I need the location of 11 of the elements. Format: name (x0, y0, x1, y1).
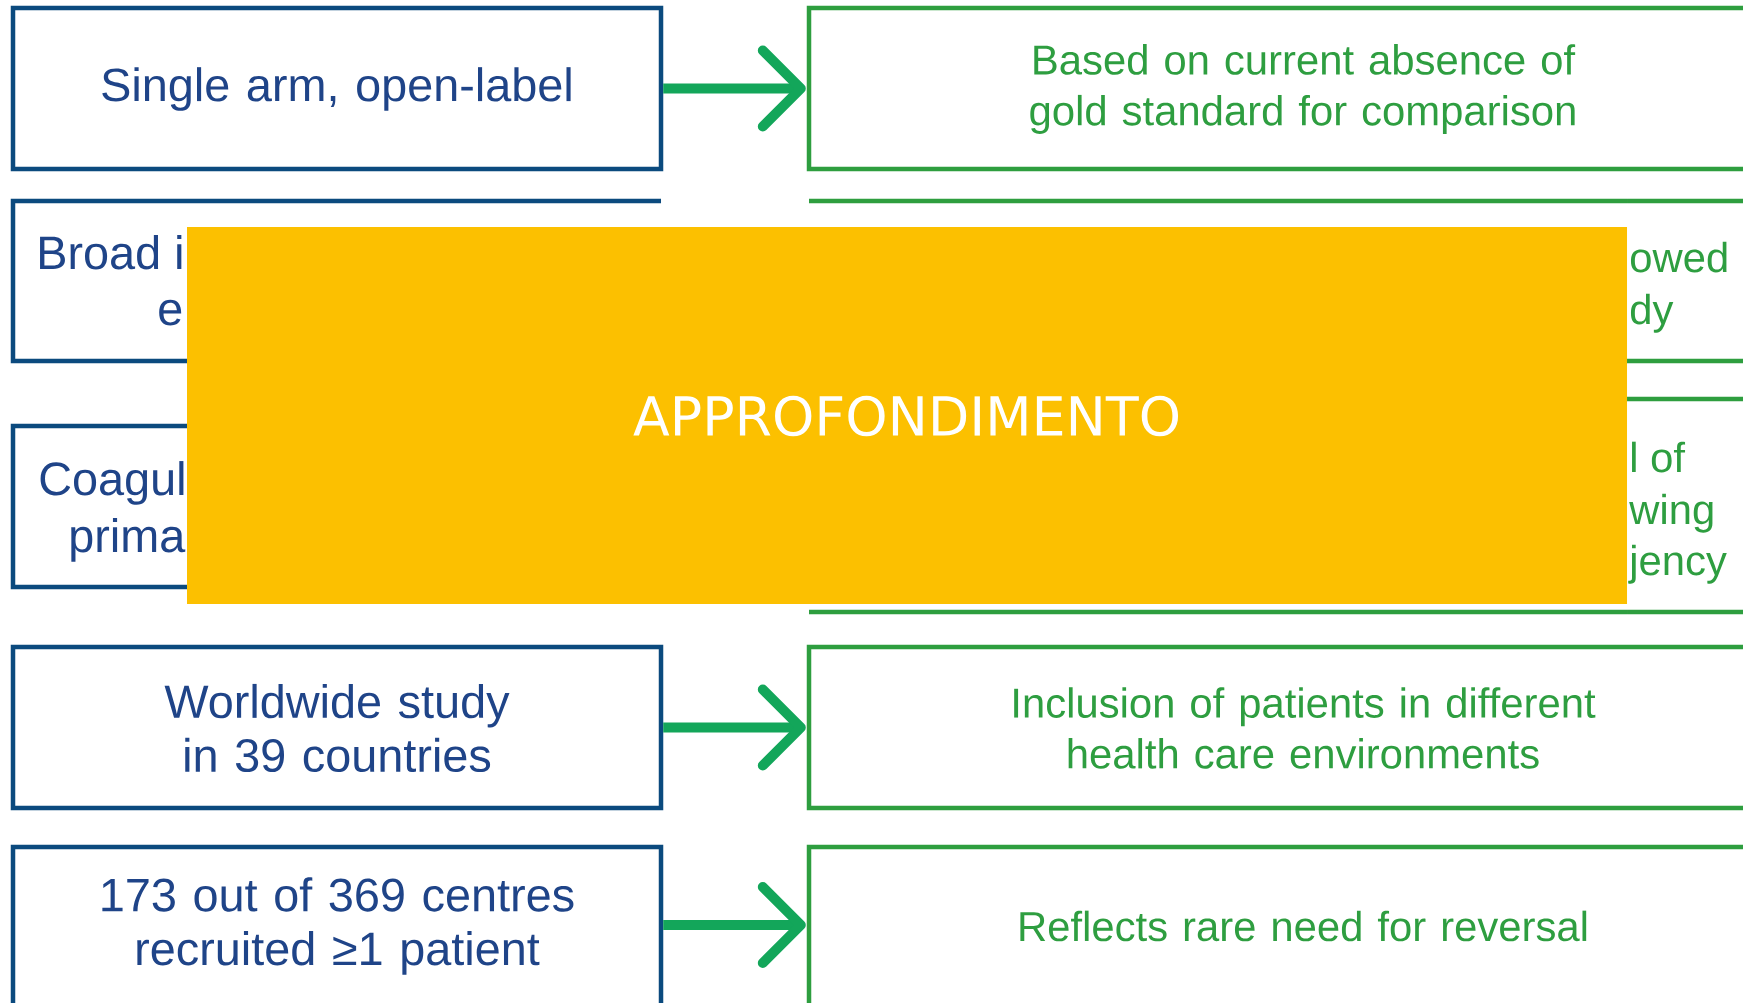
feature-box: Coagul prima (10, 423, 187, 590)
feature-box: 173 out of 369 centres recruited ≥1 patient (10, 844, 664, 1003)
feature-box: Worldwide study in 39 countries (10, 644, 664, 811)
rationale-box: l of wing jency (1624, 396, 1743, 615)
rationale-box: Reflects rare need for reversal (806, 844, 1743, 1003)
feature-box: Single arm, open-label (10, 5, 664, 172)
rationale-box: owed dy (1624, 198, 1743, 364)
rationale-box: Inclusion of patients in different health care environments (806, 644, 1743, 811)
feature-box: Broad i e (10, 198, 187, 364)
rationale-box: Based on current absence of gold standard for comparison (806, 5, 1743, 172)
banner: APPROFONDIMENTO (187, 227, 1627, 604)
